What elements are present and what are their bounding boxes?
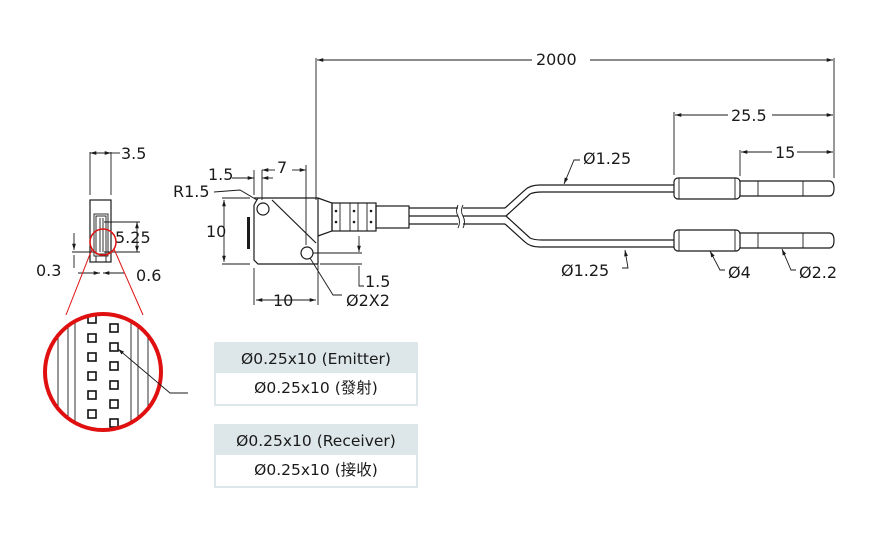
dim-corner-radius: R1.5 — [173, 182, 210, 201]
dim-side-width: 3.5 — [121, 144, 146, 163]
pin-area-outline — [93, 213, 109, 257]
dim-mounting-holes: Ø2X2 — [346, 291, 390, 310]
emitter-label-box: Ø0.25x10 (Emitter) Ø0.25x10 (發射) — [214, 342, 418, 406]
cable — [315, 58, 835, 271]
dim-tip-dia: Ø2.2 — [799, 263, 837, 282]
dim-body-width: 10 — [273, 291, 293, 310]
dim-hole-spacing: 7 — [277, 158, 287, 177]
lower-sleeve — [673, 229, 741, 252]
dim-left-offset: 0.3 — [36, 261, 61, 280]
pin-strip — [99, 218, 104, 252]
dim-right-offset: 0.6 — [136, 266, 161, 285]
side-lens — [247, 217, 250, 249]
upper-sleeve — [673, 177, 741, 200]
receiver-label-body: Ø0.25x10 (接收) — [214, 455, 418, 488]
dim-pin-area-height: 5.25 — [115, 228, 151, 247]
emitter-label-body: Ø0.25x10 (發射) — [214, 373, 418, 406]
dim-cable-dia-top: Ø1.25 — [583, 149, 631, 168]
receiver-label-box: Ø0.25x10 (Receiver) Ø0.25x10 (接收) — [214, 424, 418, 488]
dim-cable-length: 2000 — [536, 50, 577, 69]
front-view — [213, 165, 410, 305]
dim-body-height: 10 — [206, 222, 226, 241]
detail-magnifier — [43, 228, 188, 432]
dim-plug-length: 25.5 — [731, 106, 767, 125]
dim-sleeve-dia: Ø4 — [728, 263, 751, 282]
mounting-hole-top — [256, 202, 270, 216]
lower-tip — [740, 232, 835, 249]
dim-tip-length: 15 — [775, 143, 795, 162]
detail-leader — [117, 348, 188, 394]
emitter-label-header: Ø0.25x10 (Emitter) — [214, 342, 418, 373]
detail-circle — [43, 312, 163, 432]
mounting-hole-bottom — [300, 246, 314, 260]
upper-tip — [740, 180, 835, 197]
side-view — [72, 151, 140, 275]
pin-area-inner — [95, 215, 107, 255]
dim-cable-dia-bottom: Ø1.25 — [561, 261, 609, 280]
dim-corner-offset: 1.5 — [208, 165, 233, 184]
strain-relief — [331, 202, 377, 232]
detail-source-circle — [89, 228, 117, 256]
receiver-label-header: Ø0.25x10 (Receiver) — [214, 424, 418, 455]
cable-boot — [375, 205, 410, 229]
dim-hole-bottom-offset: 1.5 — [365, 272, 390, 291]
cable-break — [456, 204, 460, 229]
